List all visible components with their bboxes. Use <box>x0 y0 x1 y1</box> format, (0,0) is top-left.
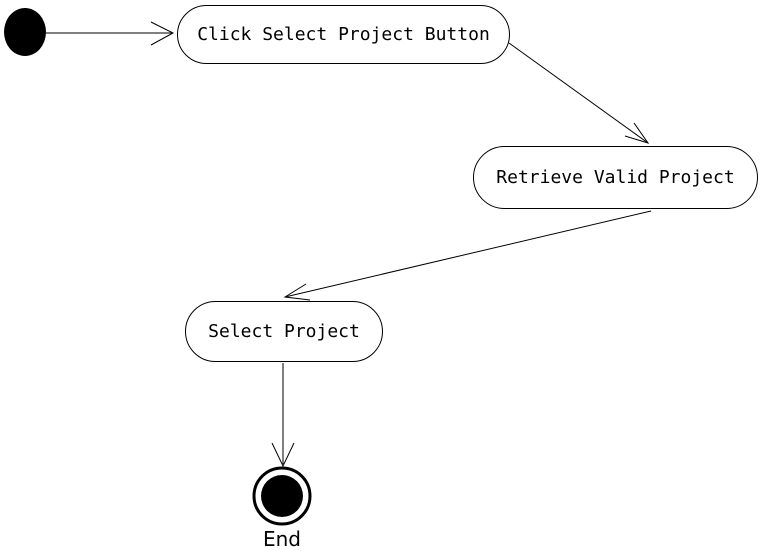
edge-select-project-to-final-state <box>271 363 295 468</box>
activity-node-label: Retrieve Valid Project <box>496 166 735 188</box>
edge-line <box>508 42 649 144</box>
edge-click-select-project-button-to-retrieve-valid-project <box>508 42 650 144</box>
final-state-inner-dot <box>261 475 303 517</box>
final-state-icon <box>252 466 312 526</box>
arrowhead-icon <box>283 283 311 301</box>
activity-node-click-select-project-button: Click Select Project Button <box>177 5 510 64</box>
initial-state-icon <box>4 8 46 56</box>
arrowhead-icon <box>150 21 175 46</box>
arrowhead-icon <box>624 122 650 144</box>
activity-node-select-project: Select Project <box>185 301 383 362</box>
arrowhead-icon <box>271 442 295 468</box>
activity-node-retrieve-valid-project: Retrieve Valid Project <box>473 146 758 209</box>
edge-initial-to-click-select-project-button <box>46 21 175 46</box>
activity-node-label: Click Select Project Button <box>197 23 490 45</box>
final-state-label: End <box>262 527 301 551</box>
activity-node-label: Select Project <box>208 320 360 342</box>
edge-line <box>284 210 652 298</box>
edge-retrieve-valid-project-to-select-project <box>283 210 652 301</box>
